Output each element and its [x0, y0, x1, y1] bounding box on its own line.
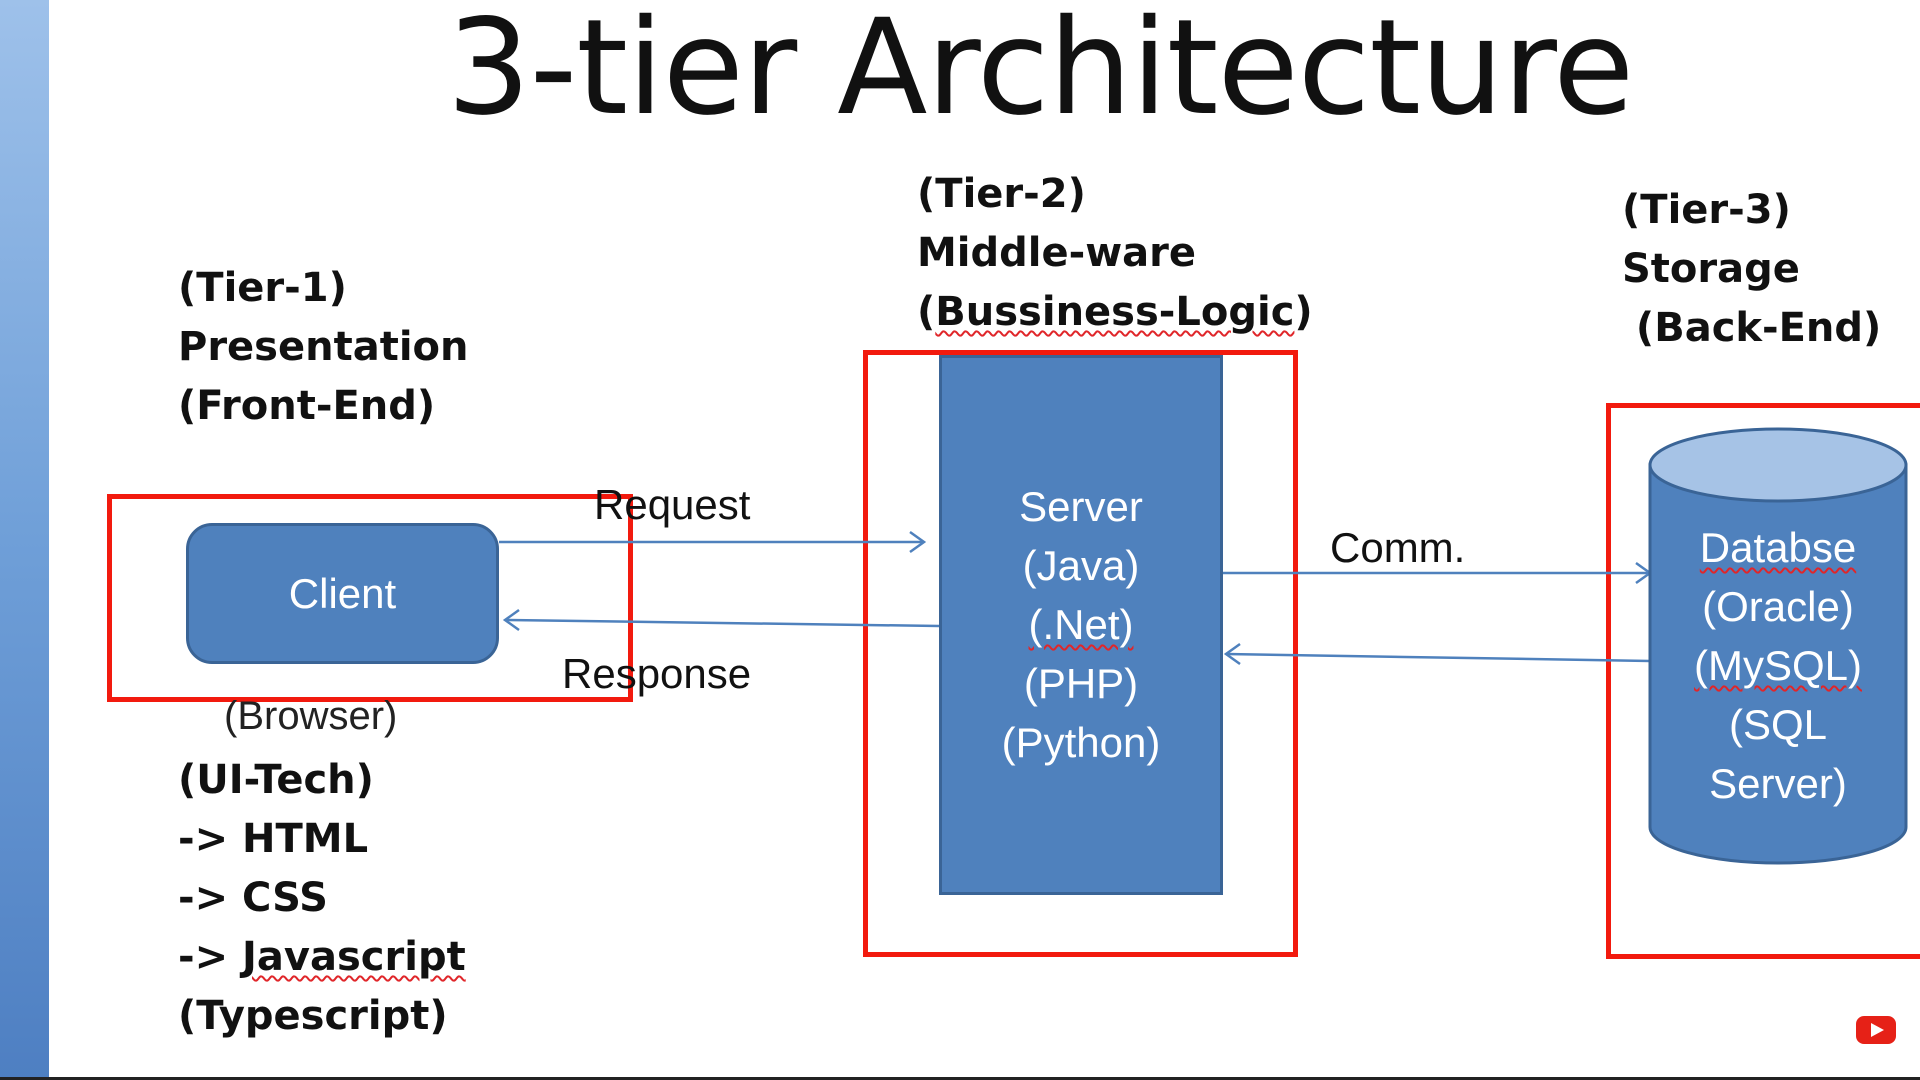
tier3-heading: (Tier-3) Storage (Back-End): [1622, 181, 1881, 358]
tier3-line: (Tier-3): [1622, 187, 1791, 233]
tier2-line: (Tier-2): [917, 171, 1086, 217]
tier2-line: Middle-ware: [917, 230, 1197, 276]
storage-highlight-box: [1606, 403, 1920, 959]
mysql-word: (MySQL): [1694, 642, 1862, 689]
server-node: [939, 355, 1223, 895]
response-arrowhead: [502, 608, 520, 632]
server-line: (.Net): [939, 595, 1223, 654]
tier1-line: (Front-End): [178, 383, 436, 429]
client-highlight-box: [107, 494, 633, 702]
bottom-border: [0, 1077, 1920, 1080]
response-arrow: [504, 618, 940, 628]
database-line: (SQL: [1728, 701, 1828, 748]
tier2-heading: (Tier-2) Middle-ware (Bussiness-Logic): [917, 165, 1313, 342]
server-line: (PHP): [1023, 660, 1139, 707]
request-label: Request: [594, 481, 751, 528]
database-line: (MySQL): [1650, 636, 1906, 695]
response-label: Response: [562, 650, 752, 697]
tier2-line: (Bussiness-Logic): [917, 289, 1313, 335]
database-line: (Oracle): [1702, 583, 1854, 630]
ui-tech-line: -> CSS: [178, 875, 328, 921]
client-label: Client: [288, 569, 397, 617]
database-cylinder-body: [1648, 463, 1908, 865]
tier3-line: Storage: [1622, 246, 1800, 292]
comm-label: Comm.: [1330, 524, 1466, 571]
ui-tech-line: (Typescript): [178, 993, 448, 1039]
slide-left-band: [0, 0, 49, 1080]
server-line: (Python): [1001, 719, 1161, 766]
databse-word: Databse: [1699, 524, 1857, 571]
database-cylinder-top: [1648, 427, 1908, 503]
javascript-word: Javascript: [242, 934, 466, 980]
ui-tech-line: -> HTML: [178, 816, 369, 862]
server-highlight-box: [863, 350, 1298, 957]
ui-tech-line: (UI-Tech): [178, 757, 374, 803]
server-labels: Server (Java) (.Net) (PHP) (Python): [939, 477, 1223, 772]
bussiness-word: Bussiness-Logic: [935, 289, 1295, 335]
tier1-line: Presentation: [178, 324, 469, 370]
comm-arrow-in: [1225, 652, 1651, 663]
ui-tech-line: -> Javascript: [178, 934, 466, 980]
comm-arrowhead-in: [1223, 642, 1241, 666]
database-line: Databse: [1650, 518, 1906, 577]
database-labels: Databse (Oracle) (MySQL) (SQL Server): [1650, 518, 1906, 813]
request-arrowhead: [909, 530, 927, 554]
dotnet-word: (.Net): [1028, 601, 1134, 648]
slide-title: 3-tier Architecture: [446, 0, 1635, 145]
client-node: Client: [186, 523, 499, 664]
tier3-line: (Back-End): [1622, 305, 1882, 351]
client-sublabel: (Browser): [224, 694, 398, 738]
play-icon[interactable]: [1856, 1016, 1896, 1044]
server-line: Server: [1019, 483, 1143, 530]
tier1-heading: (Tier-1) Presentation (Front-End): [178, 259, 469, 436]
server-line: (Java): [1022, 542, 1140, 589]
database-line: Server): [1709, 760, 1847, 807]
tier1-line: (Tier-1): [178, 265, 347, 311]
ui-tech-list: (UI-Tech) -> HTML -> CSS -> Javascript (…: [178, 751, 466, 1046]
